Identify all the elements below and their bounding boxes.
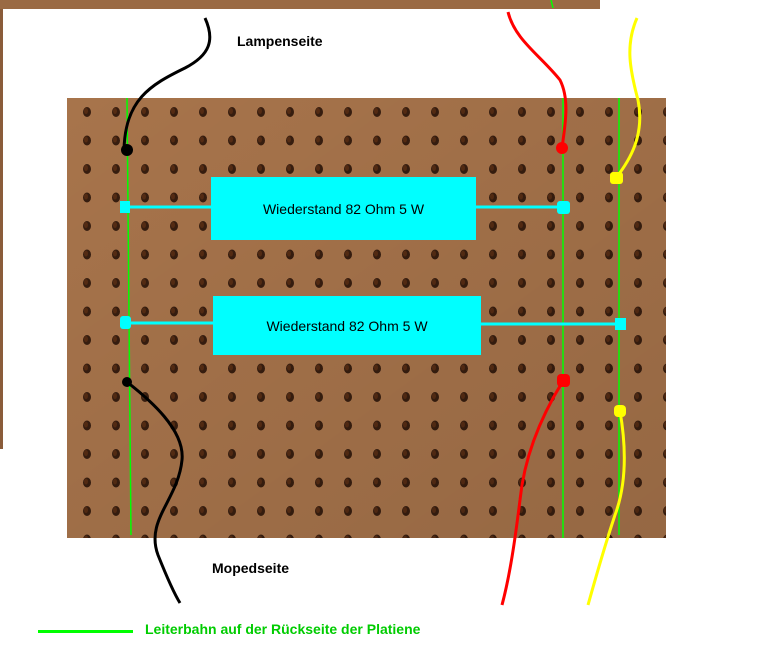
solder-black-top <box>121 144 133 156</box>
solder-black-bottom <box>122 377 132 387</box>
resistor-2-pad-right <box>615 318 626 330</box>
resistor-1-pad-left <box>120 201 130 213</box>
wire-yellow-top <box>614 17 642 179</box>
resistor-2-label: Wiederstand 82 Ohm 5 W <box>266 317 428 334</box>
solder-red-top <box>556 142 568 154</box>
wire-red-bottom <box>500 380 565 606</box>
legend-text: Leiterbahn auf der Rückseite der Platien… <box>145 621 421 637</box>
resistor-2-pad-left <box>120 316 131 329</box>
solder-yellow-bottom <box>614 405 626 417</box>
wire-yellow-bottom <box>586 410 626 606</box>
legend-trace-swatch <box>38 630 133 633</box>
wire-red-top <box>506 11 568 149</box>
wire-black-bottom <box>126 380 184 604</box>
solder-red-bottom <box>557 374 570 387</box>
label-moped-side: Mopedseite <box>212 560 290 576</box>
resistor-1-label: Wiederstand 82 Ohm 5 W <box>262 200 425 217</box>
resistor-1: Wiederstand 82 Ohm 5 W <box>211 177 476 240</box>
label-lamp-side: Lampenseite <box>237 33 323 49</box>
resistor-1-pad-right <box>557 201 570 214</box>
solder-yellow-top <box>610 172 623 184</box>
wire-black-top <box>122 17 212 151</box>
board-photo-left-strip <box>0 9 3 449</box>
resistor-2: Wiederstand 82 Ohm 5 W <box>213 296 481 355</box>
trace-mark-top <box>550 0 554 9</box>
board-photo-top-strip <box>0 0 600 9</box>
